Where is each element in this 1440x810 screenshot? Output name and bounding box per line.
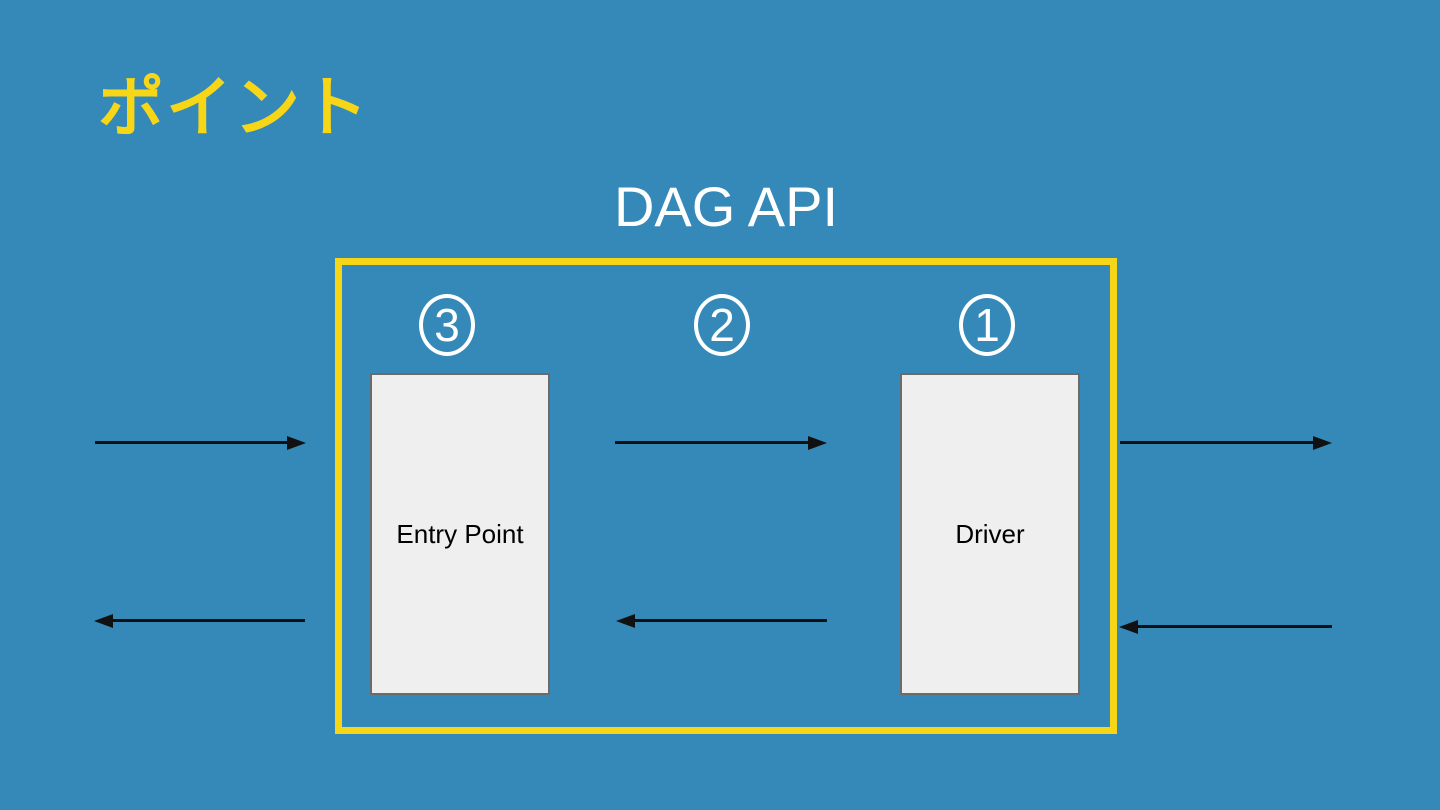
arrow-left-icon [1134, 625, 1332, 628]
slide-title: ポイント [98, 70, 370, 144]
arrow-left-icon [631, 619, 827, 622]
dag-api-container [335, 258, 1117, 734]
driver-box: Driver [900, 373, 1080, 695]
entry-point-label: Entry Point [396, 518, 524, 549]
step-number-1: 1 [974, 299, 1000, 351]
entry-point-box: Entry Point [370, 373, 550, 695]
dag-api-label: DAG API [613, 175, 839, 238]
arrow-left-icon [109, 619, 305, 622]
step-number-2: 2 [709, 299, 735, 351]
step-badge-1: 1 [959, 294, 1015, 356]
arrow-right-icon [1120, 441, 1317, 444]
step-badge-3: 3 [419, 294, 475, 356]
driver-label: Driver [955, 518, 1025, 549]
arrow-right-icon [95, 441, 291, 444]
arrow-right-icon [615, 441, 812, 444]
step-badge-2: 2 [694, 294, 750, 356]
step-number-3: 3 [434, 299, 460, 351]
